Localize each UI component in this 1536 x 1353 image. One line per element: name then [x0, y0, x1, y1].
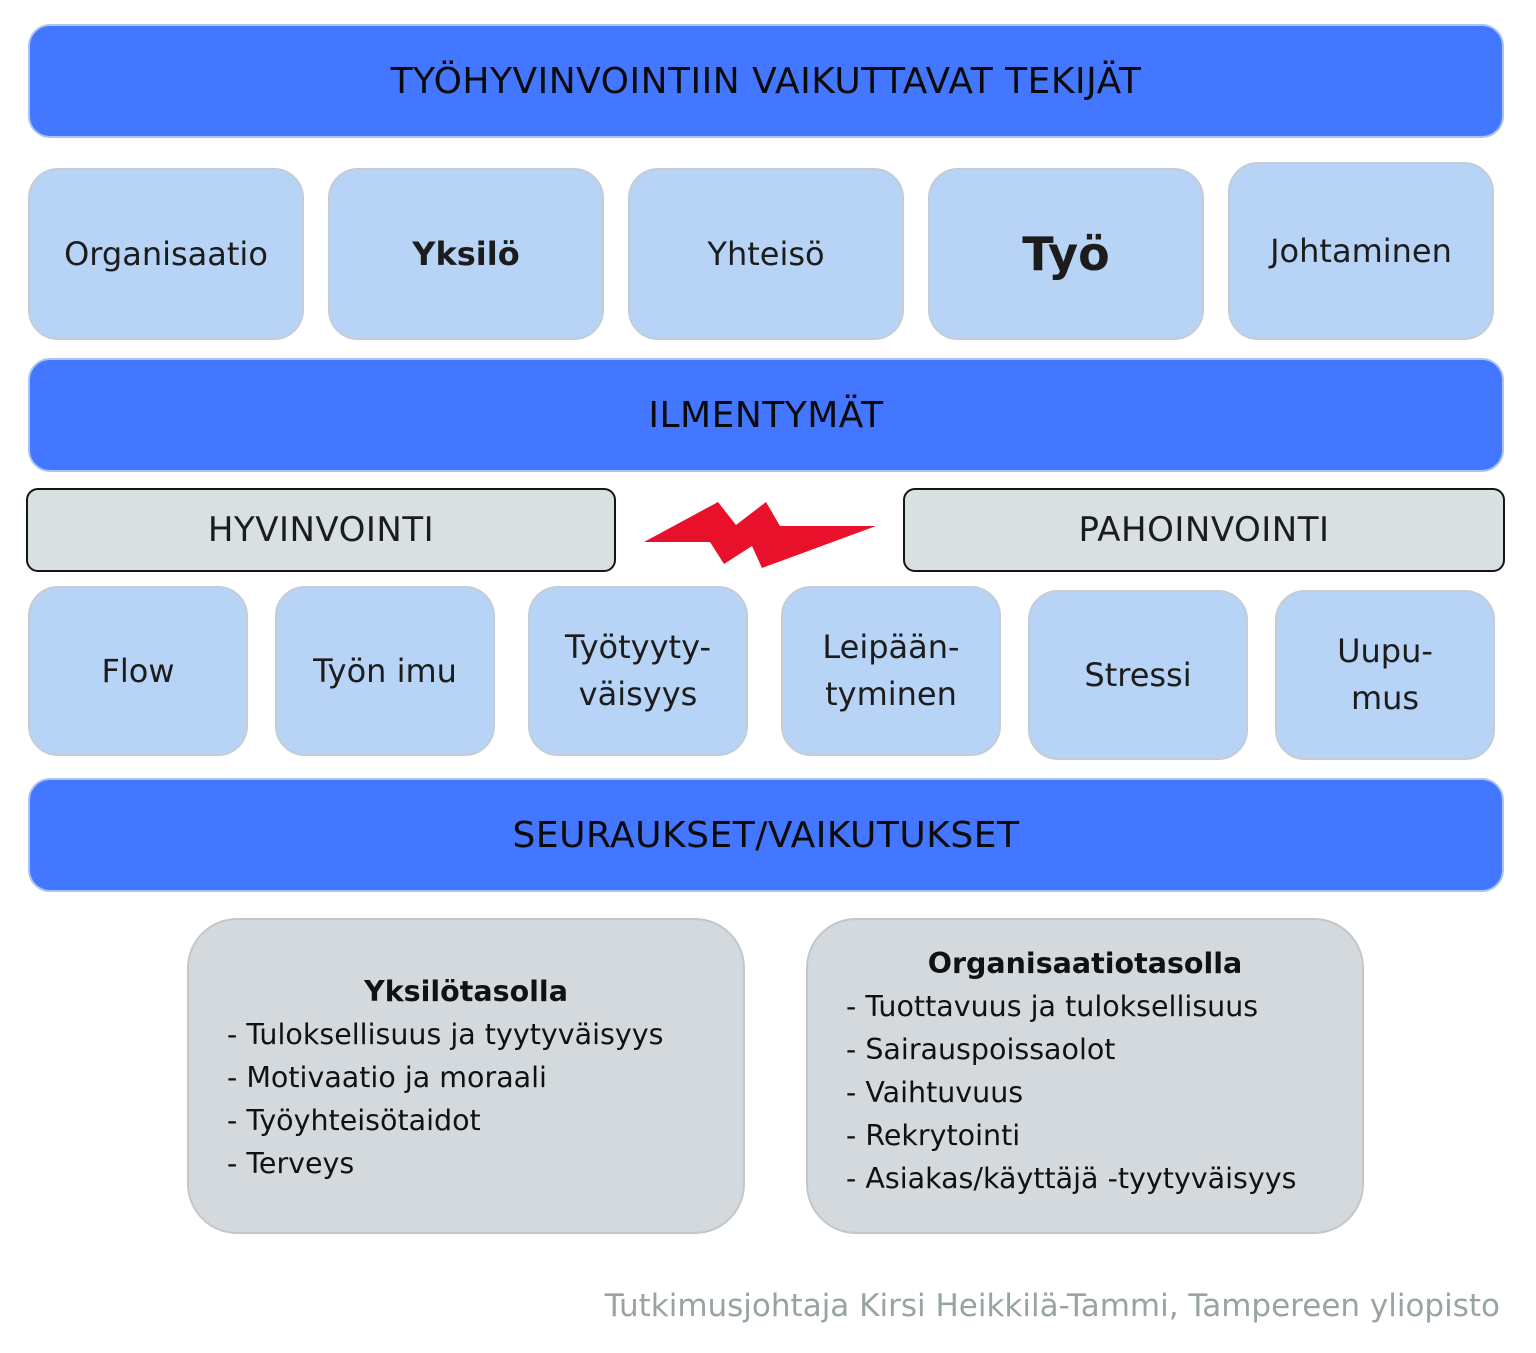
- factors-banner-title: TYÖHYVINVOINTIIN VAIKUTTAVAT TEKIJÄT: [390, 60, 1142, 102]
- manifestation-line: Stressi: [1084, 655, 1192, 694]
- factor-label: Johtaminen: [1270, 231, 1452, 270]
- list-item: - Työyhteisötaidot: [227, 1104, 481, 1137]
- individual-level-heading: Yksilötasolla: [364, 975, 568, 1008]
- factor-yksilo: Yksilö: [328, 168, 604, 340]
- organization-level-list: - Tuottavuus ja tuloksellisuus - Sairaus…: [808, 985, 1362, 1200]
- factors-banner: TYÖHYVINVOINTIIN VAIKUTTAVAT TEKIJÄT: [28, 24, 1504, 138]
- factor-yhteiso: Yhteisö: [628, 168, 904, 340]
- list-item: - Terveys: [227, 1147, 355, 1180]
- list-item: - Asiakas/käyttäjä -tyytyväisyys: [846, 1162, 1297, 1195]
- list-item: - Motivaatio ja moraali: [227, 1061, 547, 1094]
- factor-label: Työ: [1022, 226, 1110, 281]
- factor-label: Yhteisö: [707, 234, 825, 273]
- lightning-bolt-shape: [644, 502, 876, 568]
- list-item: - Sairauspoissaolot: [846, 1033, 1116, 1066]
- illbeing-label: PAHOINVOINTI: [1078, 510, 1330, 550]
- manifestation-leipaantyminen: Leipään- tyminen: [781, 586, 1001, 756]
- manifestation-line: tyminen: [825, 675, 957, 713]
- organization-level-heading: Organisaatiotasolla: [927, 947, 1243, 980]
- manifestation-uupumus: Uupu- mus: [1275, 590, 1495, 760]
- list-item: - Tuloksellisuus ja tyytyväisyys: [227, 1018, 664, 1051]
- manifestation-line: Flow: [101, 651, 175, 690]
- manifestation-stressi: Stressi: [1028, 590, 1248, 760]
- manifestation-line: mus: [1350, 679, 1420, 717]
- wellbeing-label-box: HYVINVOINTI: [26, 488, 616, 572]
- individual-level-list: - Tuloksellisuus ja tyytyväisyys - Motiv…: [189, 1013, 743, 1185]
- organization-level-box: Organisaatiotasolla - Tuottavuus ja tulo…: [806, 918, 1364, 1234]
- manifestation-line: Uupu-: [1337, 632, 1433, 670]
- manifestation-line: Työn imu: [313, 651, 457, 690]
- lightning-bolt-icon: [644, 502, 876, 568]
- manifestation-flow: Flow: [28, 586, 248, 756]
- manifestations-banner-title: ILMENTYMÄT: [648, 394, 884, 436]
- factor-label: Yksilö: [412, 234, 520, 273]
- manifestation-tyon-imu: Työn imu: [275, 586, 495, 756]
- manifestation-line: Työtyyty-: [565, 628, 711, 666]
- list-item: - Vaihtuvuus: [846, 1076, 1024, 1109]
- manifestations-banner: ILMENTYMÄT: [28, 358, 1504, 472]
- manifestation-line: Leipään-: [822, 628, 960, 666]
- consequences-banner-title: SEURAUKSET/VAIKUTUKSET: [512, 814, 1020, 856]
- list-item: - Tuottavuus ja tuloksellisuus: [846, 990, 1259, 1023]
- consequences-banner: SEURAUKSET/VAIKUTUKSET: [28, 778, 1504, 892]
- wellbeing-label: HYVINVOINTI: [207, 510, 435, 550]
- factor-johtaminen: Johtaminen: [1228, 162, 1494, 340]
- illbeing-label-box: PAHOINVOINTI: [903, 488, 1505, 572]
- individual-level-box: Yksilötasolla - Tuloksellisuus ja tyytyv…: [187, 918, 745, 1234]
- manifestation-tyotyytyvaisyys: Työtyyty- väisyys: [528, 586, 748, 756]
- manifestation-line: väisyys: [578, 675, 698, 713]
- factor-tyo: Työ: [928, 168, 1204, 340]
- author-credit: Tutkimusjohtaja Kirsi Heikkilä-Tammi, Ta…: [604, 1288, 1500, 1324]
- list-item: - Rekrytointi: [846, 1119, 1021, 1152]
- factor-organisaatio: Organisaatio: [28, 168, 304, 340]
- factor-label: Organisaatio: [64, 234, 268, 273]
